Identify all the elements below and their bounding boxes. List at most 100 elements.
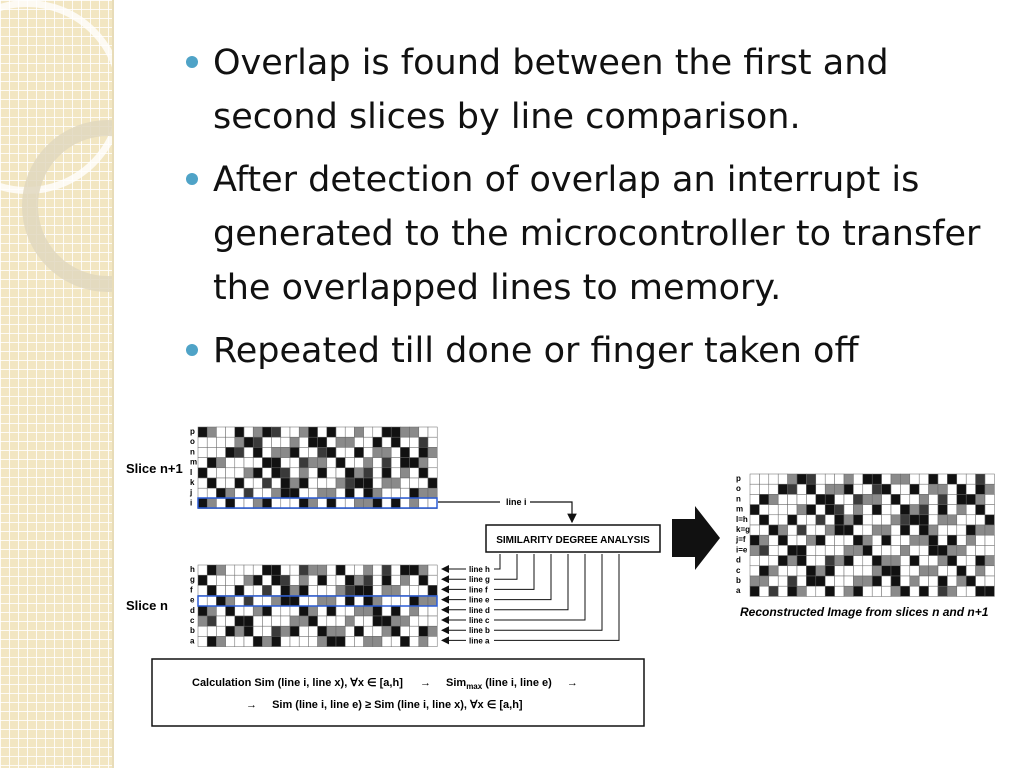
grid-pixel	[853, 555, 864, 567]
grid-pixel	[197, 585, 208, 596]
grid-pixel	[335, 457, 346, 469]
grid-pixel	[262, 426, 272, 438]
grid-pixel	[418, 436, 429, 448]
grid-pixel	[909, 575, 920, 587]
line-label: line d	[469, 606, 490, 615]
grid-pixel	[206, 447, 217, 458]
grid-pixel	[965, 565, 976, 577]
grid-pixel	[965, 524, 976, 536]
grid-pixel	[937, 585, 948, 597]
grid-pixel	[289, 564, 300, 576]
grid-pixel	[363, 467, 374, 479]
grid-pixel	[344, 636, 355, 647]
grid-pixel	[937, 504, 948, 516]
grid-pixel	[335, 595, 346, 607]
grid-pixel	[824, 565, 835, 577]
grid-pixel	[234, 585, 245, 596]
grid-pixel	[834, 585, 845, 597]
grid-pixel	[354, 564, 364, 576]
grid-pixel	[890, 514, 901, 526]
grid-pixel	[225, 436, 236, 448]
grid-pixel	[289, 605, 300, 617]
grid-pixel	[806, 534, 817, 546]
grid-pixel	[317, 498, 328, 509]
grid-pixel	[298, 467, 309, 479]
grid-pixel	[225, 498, 236, 509]
grid-pixel	[308, 457, 318, 469]
grid-pixel	[289, 477, 300, 489]
grid-pixel	[225, 457, 236, 469]
grid-pixel	[427, 564, 438, 576]
grid-pixel	[853, 514, 864, 526]
grid-pixel	[871, 524, 882, 536]
grid-pixel	[427, 615, 438, 627]
grid-pixel	[381, 447, 392, 458]
grid-pixel	[956, 483, 967, 495]
grid-pixel	[409, 605, 420, 617]
grid-pixel	[815, 534, 826, 546]
grid-pixel	[900, 524, 911, 536]
grid-pixel	[777, 545, 788, 556]
grid-pixel	[862, 545, 873, 556]
grid-pixel	[409, 615, 420, 627]
grid-pixel	[937, 473, 948, 485]
grid-pixel	[768, 483, 779, 495]
grid-pixel	[335, 436, 346, 448]
grid-pixel	[975, 504, 986, 516]
grid-pixel	[280, 615, 291, 627]
line-e-highlight	[197, 595, 438, 607]
grid-pixel	[390, 457, 401, 469]
grid-pixel	[975, 555, 986, 567]
line-label: line c	[469, 616, 490, 625]
bullet-item: Repeated till done or finger taken off	[186, 324, 986, 378]
grid-pixel	[335, 625, 346, 637]
grid-pixel	[409, 457, 420, 469]
grid-pixel	[372, 615, 383, 627]
grid-pixel	[815, 585, 826, 597]
grid-pixel	[965, 473, 976, 485]
grid-pixel	[400, 426, 410, 438]
grid-pixel	[308, 595, 318, 607]
grid-pixel	[853, 575, 864, 587]
grid-pixel	[918, 585, 929, 597]
grid-pixel	[390, 498, 401, 509]
grid-pixel	[298, 564, 309, 576]
grid-pixel	[243, 447, 254, 458]
grid-pixel	[262, 477, 272, 489]
grid-pixel	[381, 426, 392, 438]
grid-pixel	[262, 457, 272, 469]
grid-pixel	[234, 436, 245, 448]
grid-pixel	[243, 585, 254, 596]
grid-pixel	[262, 585, 272, 596]
grid-pixel	[956, 585, 967, 597]
grid-pixel	[956, 473, 967, 485]
grid-pixel	[234, 615, 245, 627]
decorative-side-strip	[0, 0, 114, 768]
grid-pixel	[252, 426, 263, 438]
calculation-box	[151, 658, 645, 727]
grid-pixel	[372, 447, 383, 458]
grid-pixel	[400, 457, 410, 469]
grid-pixel	[372, 457, 383, 469]
strip-divider	[112, 0, 114, 768]
line-label: line a	[469, 636, 490, 645]
slice-bottom-label: Slice n	[126, 598, 168, 613]
grid-pixel	[853, 483, 864, 495]
grid-pixel	[975, 524, 986, 536]
grid-pixel	[326, 605, 337, 617]
grid-pixel	[400, 636, 410, 647]
grid-pixel	[806, 514, 817, 526]
similarity-analysis-label: SIMILARITY DEGREE ANALYSIS	[496, 535, 650, 546]
grid-pixel	[965, 483, 976, 495]
grid-pixel	[427, 477, 438, 489]
grid-pixel	[787, 534, 798, 546]
grid-pixel	[317, 605, 328, 617]
row-label: j=f	[735, 535, 746, 544]
line-connector	[494, 554, 535, 590]
grid-pixel	[824, 545, 835, 556]
grid-pixel	[206, 477, 217, 489]
grid-pixel	[881, 473, 892, 485]
grid-pixel	[317, 447, 328, 458]
grid-pixel	[947, 514, 958, 526]
grid-pixel	[947, 494, 958, 505]
